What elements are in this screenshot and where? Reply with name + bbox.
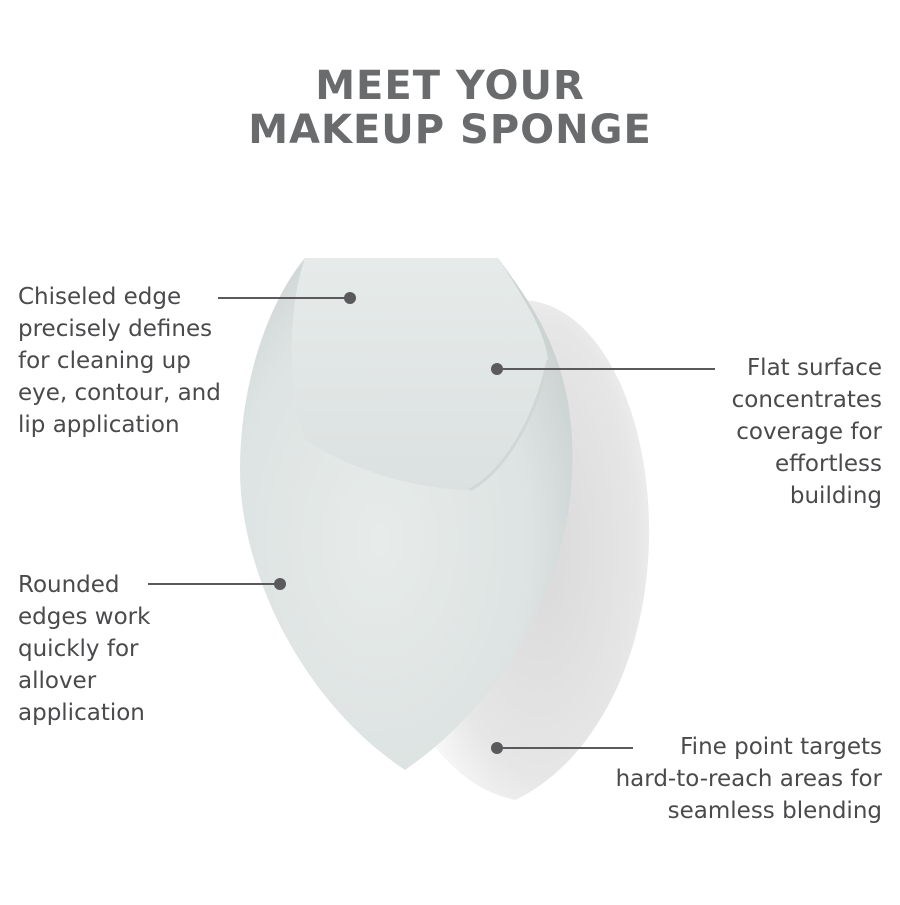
callout-text-line: edges work	[18, 604, 151, 630]
callout-flat-surface: Flat surface concentrates coverage for e…	[732, 352, 882, 512]
callout-text-line: lip application	[18, 412, 180, 438]
callout-text-line: seamless blending	[667, 798, 882, 824]
callout-text-line: concentrates	[731, 387, 882, 413]
rounded-pointer-line	[148, 583, 280, 585]
callout-text-line: Rounded	[18, 572, 120, 598]
fine-pointer-line	[500, 747, 633, 749]
rounded-pointer-dot	[274, 578, 286, 590]
callout-text-line: building	[789, 483, 882, 509]
callout-text-line: allover	[18, 668, 97, 694]
sponge-body	[240, 258, 573, 770]
sponge-flat-surface	[291, 258, 548, 490]
callout-text-line: precisely defines	[18, 316, 213, 342]
chiseled-pointer-dot	[344, 292, 356, 304]
page-title: MEET YOUR MAKEUP SPONGE	[0, 64, 900, 152]
callout-text-line: application	[18, 700, 145, 726]
callout-text-line: for cleaning up	[18, 348, 191, 374]
callout-text-line: Chiseled edge	[18, 284, 182, 310]
callout-text-line: hard-to-reach areas for	[615, 766, 882, 792]
title-line-2: MAKEUP SPONGE	[248, 107, 652, 153]
flat-pointer-line	[500, 368, 715, 370]
callout-fine-point: Fine point targets hard-to-reach areas f…	[616, 731, 882, 827]
callout-text-line: effortless	[774, 451, 882, 477]
callout-text-line: eye, contour, and	[18, 380, 221, 406]
chiseled-pointer-line	[218, 297, 348, 299]
fine-pointer-dot	[491, 742, 503, 754]
callout-text-line: quickly for	[18, 636, 139, 662]
title-line-1: MEET YOUR	[315, 63, 585, 109]
callout-text-line: coverage for	[736, 419, 882, 445]
callout-rounded-edges: Rounded edges work quickly for allover a…	[18, 569, 150, 729]
flat-pointer-dot	[491, 363, 503, 375]
callout-text-line: Fine point targets	[680, 734, 882, 760]
sponge-shadow	[430, 300, 650, 800]
callout-chiseled-edge: Chiseled edge precisely defines for clea…	[18, 281, 221, 441]
callout-text-line: Flat surface	[746, 355, 882, 381]
